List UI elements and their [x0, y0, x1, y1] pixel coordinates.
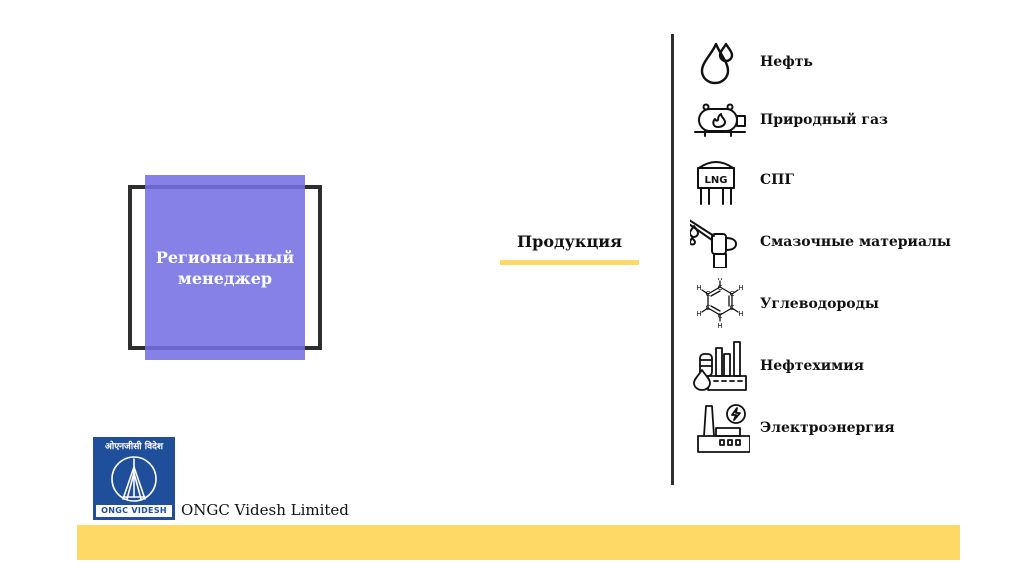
- svg-text:H: H: [696, 310, 701, 318]
- svg-text:LNG: LNG: [705, 175, 728, 186]
- logo-name: ONGC VIDESH: [96, 505, 172, 517]
- svg-text:C: C: [706, 290, 711, 298]
- role-title: Региональный менеджер: [155, 247, 295, 288]
- vertical-divider: [671, 34, 674, 485]
- svg-text:H: H: [738, 310, 743, 318]
- refinery-icon: [690, 340, 750, 392]
- product-item-lubricants: Смазочные материалы: [685, 216, 1010, 269]
- product-item-oil: Нефть: [690, 36, 1010, 88]
- gas-tank-icon: [690, 94, 750, 146]
- bottom-band: [77, 525, 960, 560]
- product-item-lng: LNG СПГ: [690, 154, 1010, 206]
- product-label-petrochemicals: Нефтехимия: [760, 358, 864, 374]
- company-name: ONGC Videsh Limited: [181, 501, 349, 519]
- svg-text:H: H: [738, 284, 743, 292]
- role-box: Региональный менеджер: [145, 175, 305, 360]
- product-label-electricity: Электроэнергия: [760, 420, 895, 436]
- products-underline: [500, 260, 639, 265]
- svg-text:H: H: [696, 284, 701, 292]
- svg-text:H: H: [717, 322, 722, 330]
- svg-text:H: H: [717, 278, 722, 282]
- oil-drop-icon: [690, 36, 750, 88]
- product-label-hydrocarbons: Углеводороды: [760, 296, 879, 312]
- lng-tank-icon: LNG: [690, 154, 750, 206]
- oil-can-icon: [685, 216, 750, 269]
- product-label-lng: СПГ: [760, 172, 795, 188]
- svg-text:C: C: [718, 312, 723, 320]
- ongc-videsh-logo: ओएनजीसी विदेश ONGC VIDESH: [93, 437, 175, 520]
- product-item-electricity: Электроэнергия: [690, 402, 1010, 454]
- product-label-oil: Нефть: [760, 54, 813, 70]
- products-label: Продукция: [517, 232, 622, 251]
- svg-text:C: C: [730, 290, 735, 298]
- svg-text:C: C: [706, 304, 711, 312]
- logo-hindi-text: ओएनजीसी विदेश: [105, 442, 163, 452]
- product-label-natural-gas: Природный газ: [760, 112, 888, 128]
- svg-text:C: C: [730, 304, 735, 312]
- svg-text:C: C: [718, 284, 723, 292]
- product-item-petrochemicals: Нефтехимия: [690, 340, 1010, 392]
- power-plant-icon: [690, 402, 751, 454]
- product-label-lubricants: Смазочные материалы: [760, 234, 951, 250]
- product-item-natural-gas: Природный газ: [690, 94, 1010, 146]
